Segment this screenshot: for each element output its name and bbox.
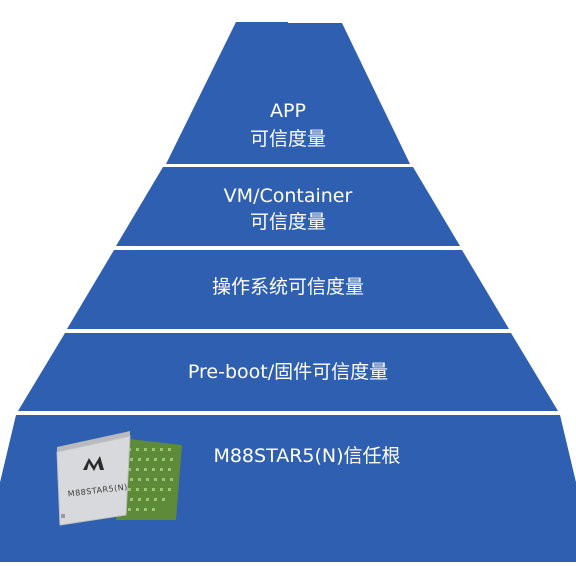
layer-vm-container-subtitle: 可信度量 [249,211,326,233]
chip-body [56,435,131,526]
chip-pin1-marker [61,514,65,518]
pyramid-layer-vm-container [116,167,460,246]
chip-illustration: M88STAR5(N) [56,431,182,526]
layer-root-of-trust-label: M88STAR5(N)信任根 [213,445,401,467]
layer-vm-container-title: VM/Container [223,185,353,207]
pyramid-apex [166,22,288,164]
pyramid-layer-preboot-firmware [18,333,558,411]
montage-logo-icon [83,456,104,471]
layer-app-title: APP [270,100,306,122]
layer-os-label: 操作系统可信度量 [211,276,364,298]
chip-body-side [57,431,130,452]
layer-preboot-firmware-label: Pre-boot/固件可信度量 [187,361,389,383]
layer-app-subtitle: 可信度量 [249,128,326,150]
pyramid-layer-os [67,250,509,329]
